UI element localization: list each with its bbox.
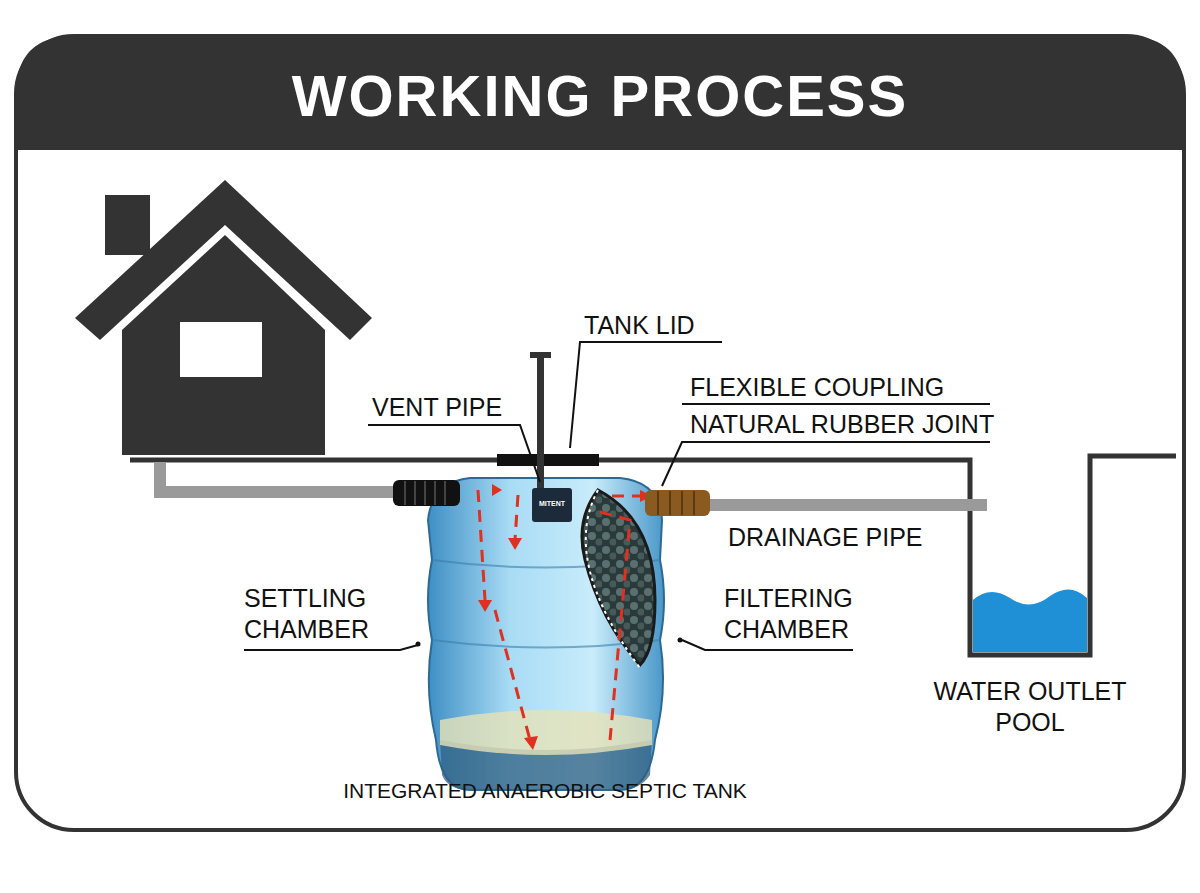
tank-label: INTEGRATED ANAEROBIC SEPTIC TANK xyxy=(300,778,790,804)
part-label: FLEXIBLE COUPLING xyxy=(690,372,990,403)
part-label: WATER OUTLET POOL xyxy=(925,676,1135,739)
part-label: VENT PIPE xyxy=(372,392,542,423)
part-label: FILTERING CHAMBER xyxy=(724,583,874,646)
brand-mark: MITENT xyxy=(533,500,571,509)
part-label: NATURAL RUBBER JOINT xyxy=(690,409,1000,440)
part-label: DRAINAGE PIPE xyxy=(728,522,958,553)
title-text: WORKING PROCESS xyxy=(16,60,1184,133)
part-label: TANK LID xyxy=(584,310,784,341)
part-label: SETTLING CHAMBER xyxy=(244,583,394,646)
